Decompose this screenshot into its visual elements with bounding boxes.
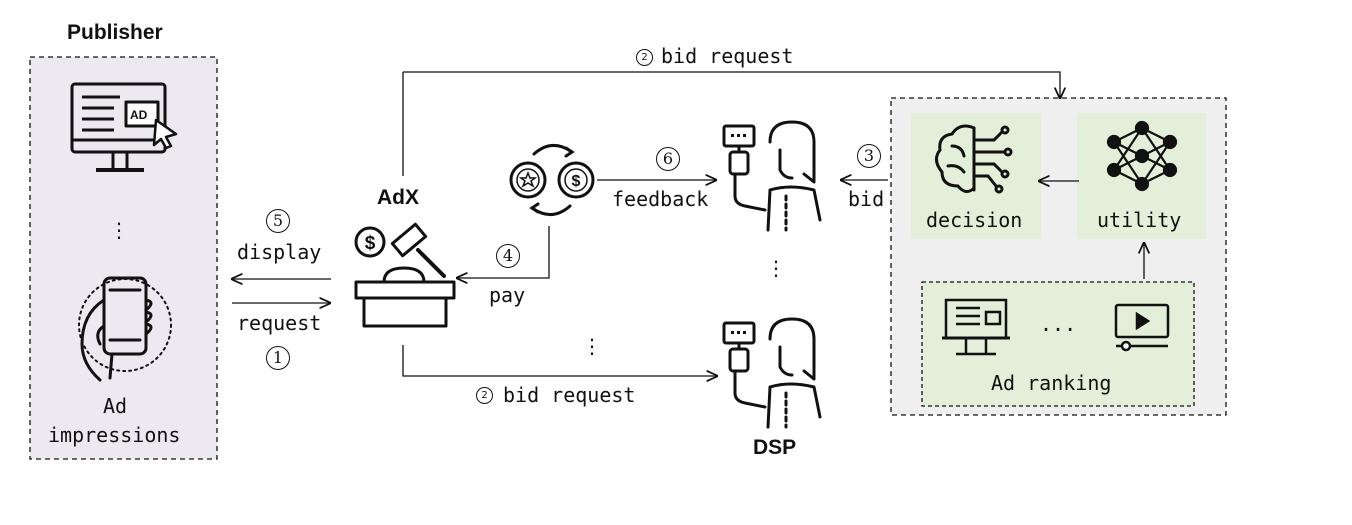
bid-request-top-label: bid request bbox=[661, 44, 794, 68]
brain-circuit-icon bbox=[935, 124, 1013, 194]
middle-ellipsis: ⋮ bbox=[582, 334, 602, 358]
publisher-ellipsis: ⋮ bbox=[109, 218, 129, 242]
bid-request-bottom-label: bid request bbox=[503, 383, 636, 407]
coin-exchange-icon bbox=[509, 144, 595, 216]
bid-label: bid bbox=[848, 187, 885, 211]
step-3-marker: 3 bbox=[857, 144, 881, 168]
adx-title: AdX bbox=[377, 186, 419, 209]
display-label: display bbox=[237, 240, 322, 264]
ad-ranking-ellipsis: ... bbox=[1040, 312, 1077, 336]
video-player-icon bbox=[1114, 303, 1170, 352]
pay-arrow bbox=[457, 226, 550, 278]
feedback-label: feedback bbox=[612, 187, 709, 211]
pay-label: pay bbox=[489, 283, 526, 307]
step-2-bottom-marker: 2 bbox=[476, 387, 493, 404]
neural-network-icon bbox=[1106, 120, 1178, 192]
advertiser-sign-icon bbox=[722, 120, 822, 232]
ad-ranking-label: Ad ranking bbox=[991, 371, 1112, 395]
dsp-ellipsis: ⋮ bbox=[766, 256, 786, 280]
svg-text:AD: AD bbox=[130, 108, 148, 122]
dsp-title: DSP bbox=[753, 436, 797, 459]
step-6-marker: 6 bbox=[656, 147, 680, 171]
step-1-marker: 1 bbox=[266, 346, 290, 370]
svg-text:$: $ bbox=[572, 173, 581, 190]
publisher-box bbox=[29, 56, 218, 460]
advertiser-sign-icon bbox=[722, 317, 822, 429]
monitor-ad-icon bbox=[70, 82, 178, 172]
step-2-top-marker: 2 bbox=[636, 49, 653, 66]
publisher-title: Publisher bbox=[67, 21, 163, 44]
utility-label: utility bbox=[1097, 208, 1182, 232]
auction-gavel-icon bbox=[354, 222, 456, 328]
ad-impressions-line2: impressions bbox=[48, 423, 181, 447]
ad-ranking-box bbox=[921, 281, 1195, 407]
bid-request-bottom-arrow bbox=[402, 345, 717, 376]
decision-label: decision bbox=[926, 208, 1023, 232]
request-label: request bbox=[237, 311, 322, 335]
billboard-icon bbox=[942, 298, 1010, 356]
ad-impressions-line1: Ad bbox=[103, 394, 128, 418]
smartphone-hand-icon bbox=[78, 276, 172, 382]
svg-text:$: $ bbox=[365, 233, 376, 254]
step-5-marker: 5 bbox=[266, 209, 290, 233]
step-4-marker: 4 bbox=[496, 244, 520, 268]
